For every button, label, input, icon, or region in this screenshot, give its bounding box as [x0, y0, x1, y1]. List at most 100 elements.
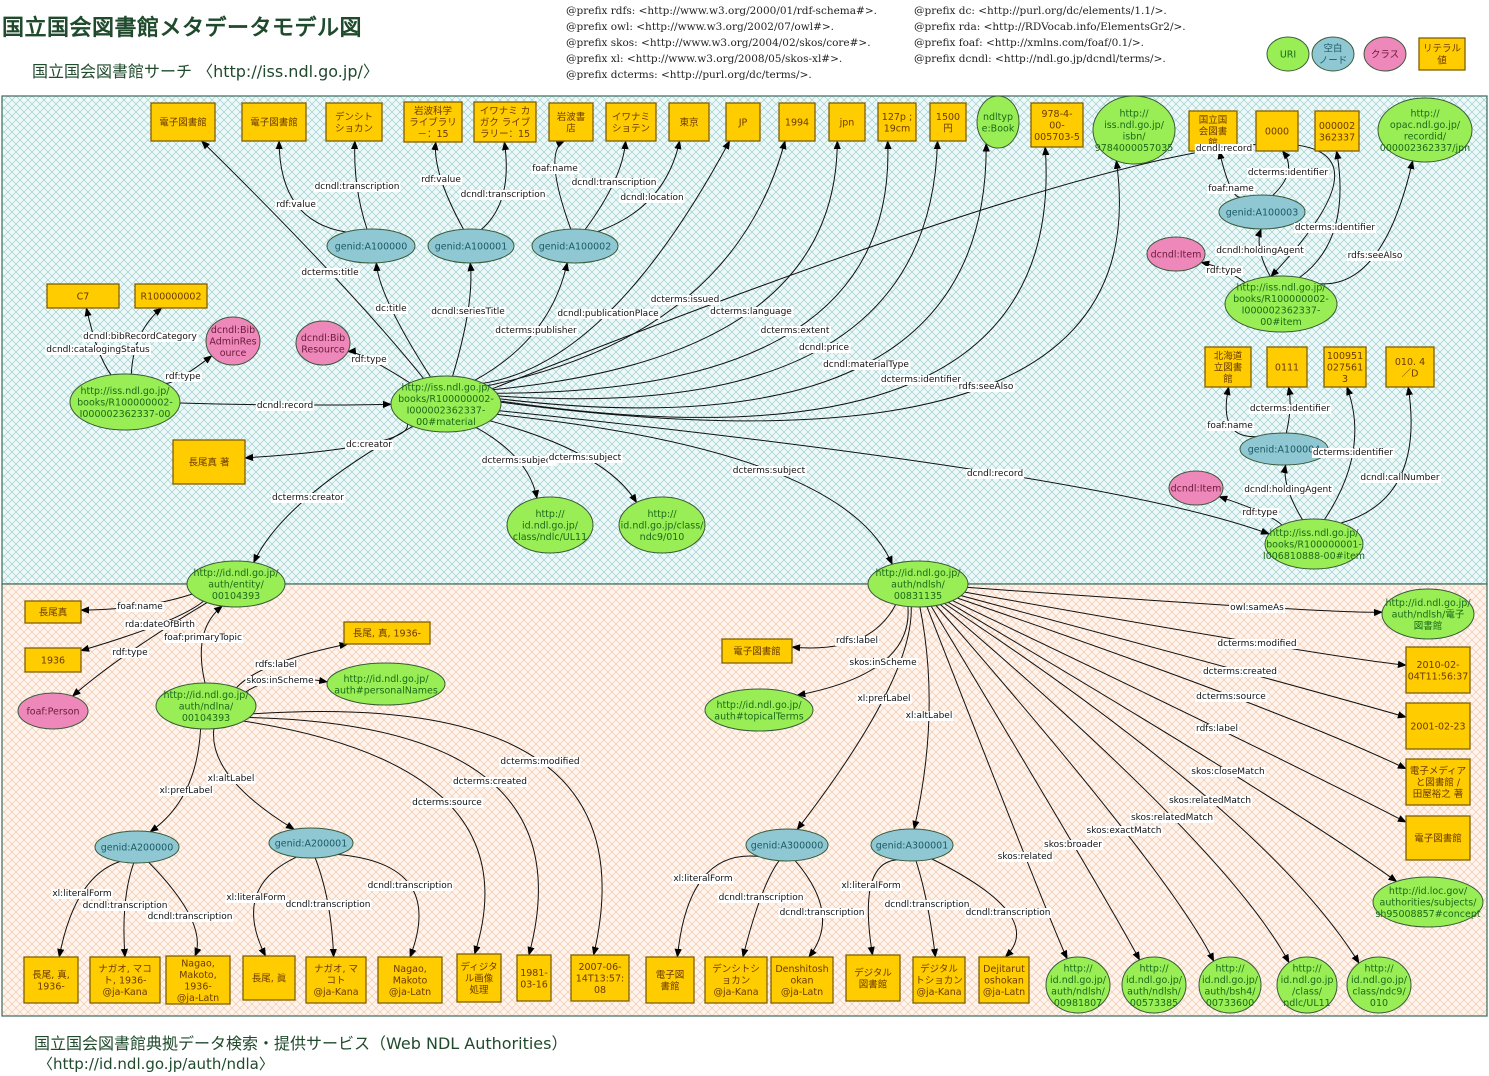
edge-label: dcndl:record — [1196, 144, 1252, 154]
page-title: 国立国会図書館メタデータモデル図 — [2, 16, 363, 41]
node-label: http://id.ndl.go.jp/auth/ndlsh/電子図書館 — [1385, 598, 1471, 632]
iss-section-title: 国立国会図書館サーチ 〈http://iss.ndl.go.jp/〉 — [32, 62, 379, 81]
edge-label: dcterms:subject — [482, 456, 555, 466]
edge-label: foaf:name — [532, 164, 578, 174]
prefix-rdfs: @prefix rdfs: <http://www.w3.org/2000/01… — [566, 5, 877, 17]
edge-label-bg — [883, 900, 971, 910]
edge-label-bg — [1243, 485, 1334, 495]
node-label: 1981-03-16 — [520, 968, 548, 991]
edge-label-bg — [1215, 246, 1306, 256]
edge-label: skos:closeMatch — [1191, 767, 1264, 777]
prefix-owl: @prefix owl: <http://www.w3.org/2002/07/… — [566, 21, 835, 33]
node-shape — [268, 827, 354, 859]
edge-label-bg — [254, 660, 298, 670]
uri-node-u4: http://id.ndl.go.jp/class/ndlc/UL11 — [1276, 956, 1338, 1014]
prefix-dc: @prefix dc: <http://purl.org/dc/elements… — [914, 5, 1167, 17]
literal-node-t12: 127p ;19cm — [877, 102, 917, 142]
uri-node-mat: http://iss.ndl.go.jp/books/R100000002-I0… — [390, 375, 502, 433]
edge-label: dcndl:price — [799, 343, 849, 353]
node-shape — [326, 662, 446, 706]
node-shape — [1121, 956, 1187, 1014]
node-label: 長尾真 著 — [188, 457, 229, 469]
node-label: http://id.ndl.go.jp/class/ndlc/UL11 — [1281, 963, 1334, 1009]
edge-label: skos:exactMatch — [1087, 826, 1162, 836]
edge-label-bg — [1248, 404, 1332, 414]
node-label: 127p ;19cm — [882, 112, 912, 135]
edge-label-bg — [206, 774, 256, 784]
edge-label: rdfs:label — [1196, 724, 1238, 734]
uri-node-item1: http://iss.ndl.go.jp/books/R100000002-I0… — [1224, 275, 1338, 333]
edge-label: dcterms:created — [453, 777, 527, 787]
edge-label: owl:sameAs — [1230, 603, 1284, 613]
literal-node-t4: 岩波科学ライブラリ－：15 — [403, 101, 463, 143]
node-shape — [912, 956, 966, 1004]
legend-swatch — [1311, 36, 1355, 72]
node-label: 0000 — [1265, 127, 1289, 138]
edge-label-bg — [430, 307, 507, 317]
edge-label: dcndl:publicationPlace — [557, 309, 659, 319]
authorities-section-title: 国立国会図書館典拠データ検索・提供サービス（Web NDL Authoritie… — [34, 1034, 568, 1053]
edge-label-bg — [411, 798, 484, 808]
edge-label-bg — [797, 343, 851, 353]
edge-label: dcterms:identifier — [881, 375, 961, 385]
uri-node-ndlna: http://id.ndl.go.jp/auth/ndlna/00104393 — [155, 682, 257, 730]
edge-label-bg — [459, 190, 547, 200]
node-shape — [1218, 194, 1306, 230]
edge-label-bg — [1293, 223, 1377, 233]
node-shape — [618, 496, 706, 554]
edge-label-bg — [124, 620, 196, 630]
edge-label: dcndl:holdingAgent — [1244, 485, 1332, 495]
literal-node-t3: デンシトショカン — [325, 102, 383, 142]
edge-label-bg — [531, 164, 580, 174]
node-label: genid:A300000 — [751, 841, 824, 852]
edge-label-bg — [271, 493, 346, 503]
node-label: 電子図書館 — [250, 117, 298, 129]
edge-label: dcterms:modified — [1217, 639, 1296, 649]
node-label: 0111 — [1275, 363, 1299, 374]
node-label: http://iss.ndl.go.jp/isbn/9784000057035 — [1095, 108, 1174, 154]
edge-label-bg — [1229, 603, 1286, 613]
node-shape — [978, 956, 1030, 1004]
literal-node-c7: C7 — [46, 283, 120, 309]
node-shape — [295, 320, 351, 366]
node-label: dcndl:Item — [1171, 484, 1222, 495]
edge-label-bg — [717, 893, 805, 903]
edge-label: skos:relatedMatch — [1131, 813, 1213, 823]
edge-label: rdf:value — [276, 200, 316, 210]
edge-label-bg — [1246, 168, 1330, 178]
literal-node-t9: JP — [725, 102, 761, 142]
edge-label-bg — [879, 375, 963, 385]
edge-label: rdfs:seeAlso — [959, 382, 1014, 392]
edge-label: skos:inScheme — [849, 658, 917, 668]
node-label: http://iss.ndl.go.jp/books/R100000001-I0… — [1263, 528, 1365, 562]
node-shape — [377, 956, 443, 1004]
uri-node-u1: http://id.ndl.go.jp/auth/ndlsh/00981807 — [1045, 956, 1111, 1014]
edge-label: skos:relatedMatch — [1169, 796, 1251, 806]
edge-label: dcterms:extent — [761, 326, 830, 336]
node-shape — [778, 102, 816, 142]
node-shape — [1314, 110, 1360, 152]
node-label: デンシトショカン@ja-Kana — [712, 963, 760, 998]
edge-label-bg — [840, 881, 902, 891]
edge-label: dcterms:modified — [500, 757, 579, 767]
edge-label: dcndl:transcription — [780, 908, 865, 918]
node-shape — [1372, 876, 1484, 928]
authorities-section-url: 〈http://id.ndl.go.jp/auth/ndla〉 — [38, 1055, 274, 1073]
edge-labels-layer: dcterms:titlerdf:valuedcndl:transcriptio… — [45, 144, 1441, 922]
edge-label-bg — [556, 309, 661, 319]
edge-label-bg — [163, 633, 244, 643]
uri-node-ndc9a: http://id.ndl.go.jp/class/ndc9/010 — [618, 496, 706, 554]
literal-node-src: 電子メディアと図書館 /田屋裕之 著 — [1405, 758, 1471, 806]
node-shape — [94, 830, 180, 864]
edge-label-bg — [822, 360, 911, 370]
blank-node-g3: genid:A100003 — [1218, 194, 1306, 230]
edge-label-bg — [1346, 251, 1404, 261]
node-label: デジタル図書館 — [854, 967, 892, 991]
node-label: ナガオ, マコト@ja-Kana — [313, 964, 358, 998]
edge-label-bg — [158, 786, 214, 796]
node-shape — [721, 638, 793, 664]
prefix-skos: @prefix skos: <http://www.w3.org/2004/02… — [566, 37, 871, 49]
legend-swatch — [1363, 36, 1407, 72]
